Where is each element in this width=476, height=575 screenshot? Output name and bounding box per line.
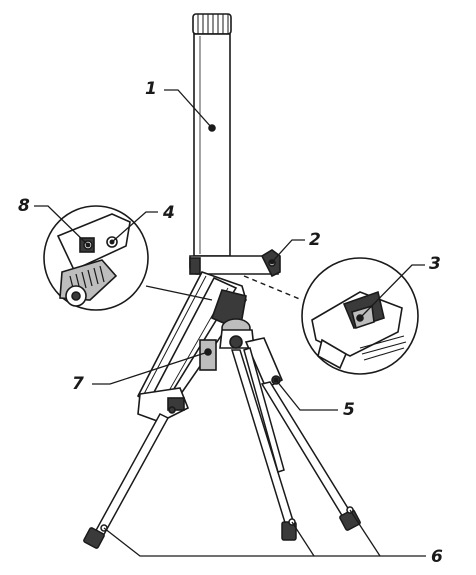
callout-7: 7 <box>72 374 84 394</box>
callout-4: 4 <box>163 203 175 223</box>
callout-6: 6 <box>431 547 443 567</box>
zoom-connector-left <box>145 285 213 301</box>
leader-lines <box>34 89 426 557</box>
callout-5: 5 <box>343 400 355 420</box>
callout-3: 3 <box>429 254 441 274</box>
main-arm <box>136 271 247 423</box>
callout-8: 8 <box>18 196 30 216</box>
leader-dots <box>85 125 363 383</box>
zoom-connector-right <box>243 275 303 301</box>
head-bracket <box>189 249 281 278</box>
callout-2: 2 <box>309 230 321 250</box>
detail-zoom-left <box>43 205 149 311</box>
callout-1: 1 <box>145 79 157 99</box>
center-hub <box>199 318 284 390</box>
telescopic-pole <box>192 13 232 257</box>
tripod-legs <box>83 347 361 549</box>
